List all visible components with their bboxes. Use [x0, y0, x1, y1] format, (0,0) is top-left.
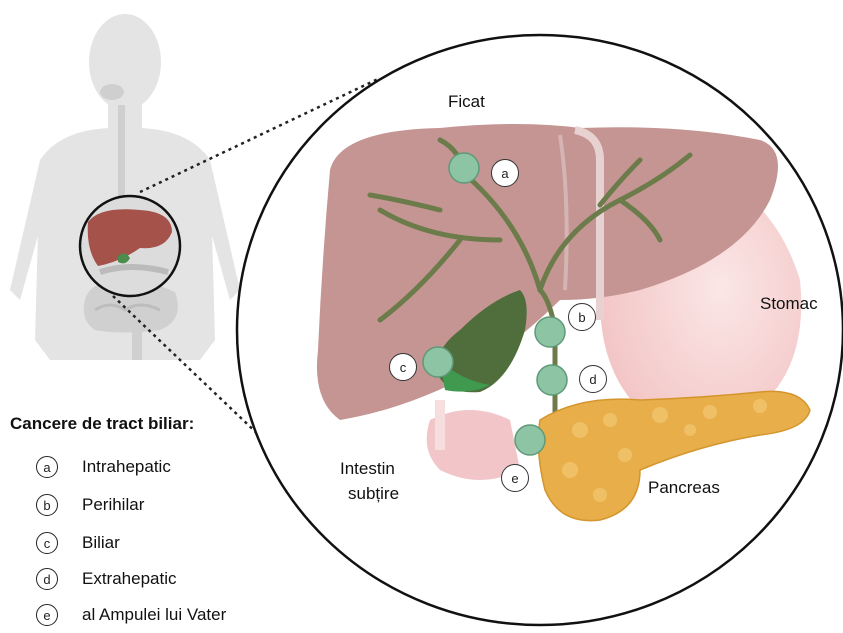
- legend-badge: a: [36, 456, 58, 478]
- label-ficat: Ficat: [448, 92, 485, 112]
- legend-badge: b: [36, 494, 58, 516]
- legend-item-b: b Perihilar: [36, 492, 144, 518]
- zoom-circle: [237, 35, 843, 625]
- label-intestin: Intestin: [340, 459, 395, 479]
- legend-text: al Ampulei lui Vater: [82, 605, 226, 625]
- legend-badge: d: [36, 568, 58, 590]
- legend-badge: c: [36, 532, 58, 554]
- legend-text: Biliar: [82, 533, 120, 553]
- legend-item-a: a Intrahepatic: [36, 454, 171, 480]
- label-pancreas: Pancreas: [648, 478, 720, 498]
- marker-c: c: [389, 353, 417, 381]
- legend-item-d: d Extrahepatic: [36, 566, 177, 592]
- legend-item-c: c Biliar: [36, 530, 120, 556]
- marker-a: a: [491, 159, 519, 187]
- legend-text: Perihilar: [82, 495, 144, 515]
- legend-text: Extrahepatic: [82, 569, 177, 589]
- legend-item-e: e al Ampulei lui Vater: [36, 602, 226, 628]
- marker-d: d: [579, 365, 607, 393]
- label-subtire: subțire: [348, 484, 399, 504]
- body-silhouette: [10, 14, 240, 360]
- legend-title: Cancere de tract biliar:: [10, 414, 194, 434]
- legend-badge: e: [36, 604, 58, 626]
- body-zoom-circle: [80, 196, 180, 296]
- label-stomac: Stomac: [760, 294, 818, 314]
- marker-b: b: [568, 303, 596, 331]
- legend-text: Intrahepatic: [82, 457, 171, 477]
- marker-e: e: [501, 464, 529, 492]
